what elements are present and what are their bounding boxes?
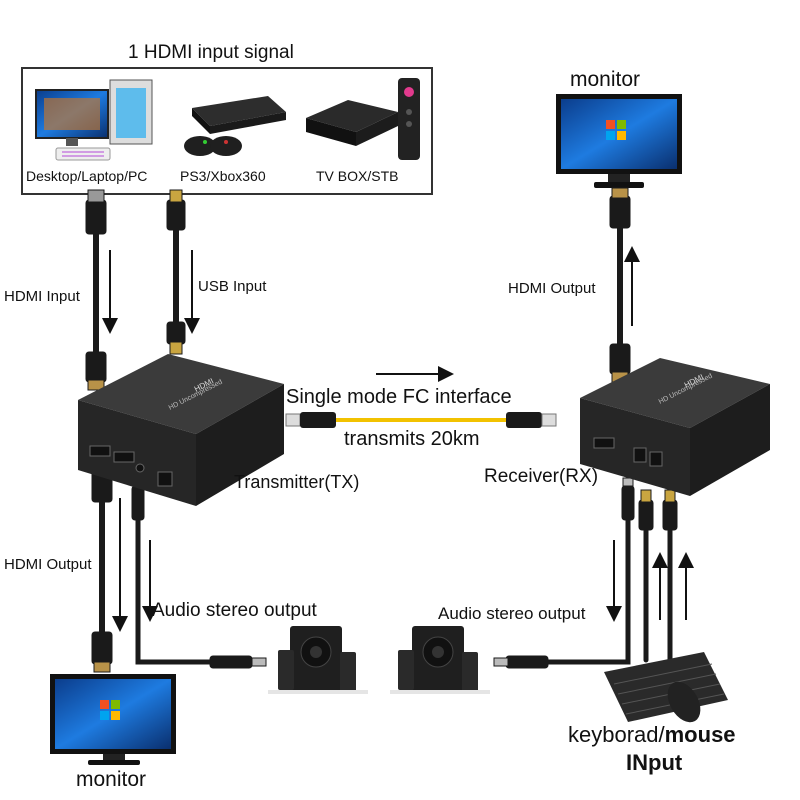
monitor-top — [556, 94, 682, 188]
transmitter-label: Transmitter(TX) — [234, 472, 360, 492]
kbm-label-part-a: keyborad/ — [568, 722, 665, 747]
keyboard-mouse-icon — [604, 652, 728, 723]
speaker-right-icon — [390, 626, 490, 694]
speaker-left-icon — [268, 626, 368, 694]
kbm-label-part-b: mouse — [664, 722, 736, 747]
audio-tx-label: Audio stereo output — [152, 600, 317, 621]
hdmi-output-rx-label: HDMI Output — [508, 280, 596, 297]
audio-rx-label: Audio stereo output — [438, 604, 586, 623]
fiber-interface-label: Single mode FC interface — [286, 386, 512, 408]
transmitter-device: HDMI HD Uncompressed — [78, 354, 284, 506]
usb-input-label: USB Input — [198, 278, 267, 295]
source-label-pc: Desktop/Laptop/PC — [26, 168, 148, 184]
source-label-tvbox: TV BOX/STB — [316, 168, 399, 184]
kbm-label-line1: keyborad/mouse — [568, 722, 736, 748]
hdmi-input-label: HDMI Input — [4, 288, 80, 305]
fiber-distance-label: transmits 20km — [344, 428, 480, 450]
hdmi-output-tx-label: HDMI Output — [4, 556, 92, 573]
receiver-label: Receiver(RX) — [484, 466, 599, 487]
flow-arrows — [102, 246, 694, 632]
tv-box-icon — [306, 78, 420, 160]
kbm-label-line2: INput — [626, 750, 683, 775]
game-console-icon — [184, 96, 286, 156]
input-signal-title: 1 HDMI input signal — [128, 42, 294, 63]
source-label-console: PS3/Xbox360 — [180, 168, 266, 184]
monitor-top-label: monitor — [570, 68, 641, 91]
receiver-device: HDMI HD Uncompressed — [580, 358, 770, 496]
desktop-pc-icon — [35, 79, 153, 161]
monitor-bottom — [50, 674, 176, 765]
cables — [85, 187, 678, 673]
fiber-cable — [285, 412, 557, 428]
monitor-bottom-label: monitor — [76, 768, 147, 791]
